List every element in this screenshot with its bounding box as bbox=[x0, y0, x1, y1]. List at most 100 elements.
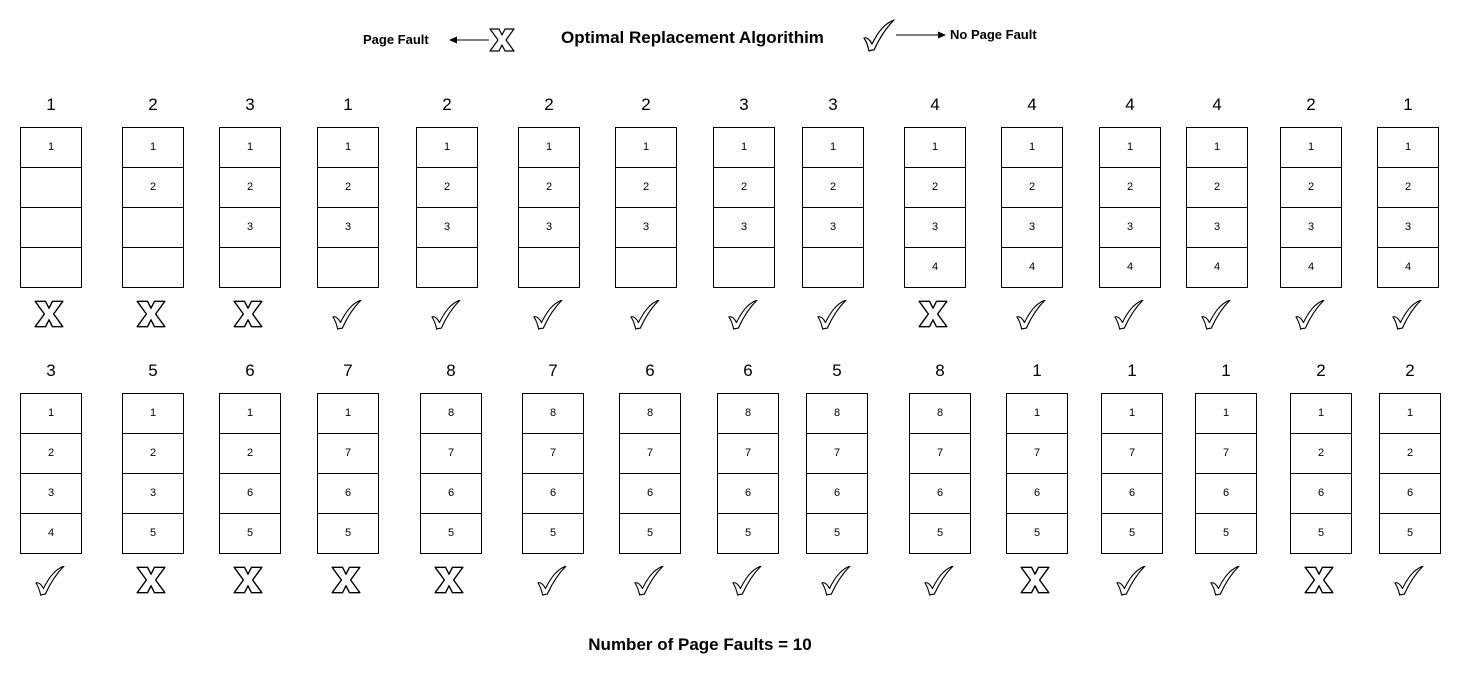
frame-cell bbox=[21, 168, 81, 208]
frame-cell: 2 bbox=[616, 168, 676, 208]
reference-page-number: 2 bbox=[1316, 361, 1326, 380]
frame-cell: 1 bbox=[123, 394, 183, 434]
frame-cell: 3 bbox=[714, 208, 774, 248]
frame-cell: 3 bbox=[519, 208, 579, 248]
frame-cell: 6 bbox=[1007, 474, 1067, 514]
frame-cell: 5 bbox=[833, 527, 841, 539]
checkmark-icon bbox=[1391, 299, 1425, 334]
frame-cell: 6 bbox=[1102, 474, 1162, 514]
frame-cell bbox=[123, 248, 183, 287]
frame-cell: 3 bbox=[123, 474, 183, 514]
reference-page-number: 4 bbox=[1125, 95, 1135, 114]
checkmark-icon bbox=[731, 565, 765, 600]
page-fault-legend-label: Page Fault bbox=[363, 32, 429, 47]
frame-cell: 4 bbox=[47, 527, 55, 539]
checkmark-icon bbox=[1115, 565, 1149, 600]
reference-page-number: 6 bbox=[645, 361, 655, 380]
frame-cell: 2 bbox=[905, 168, 965, 208]
frame-cell: 6 bbox=[1380, 474, 1440, 514]
frame-cell: 8 bbox=[523, 394, 583, 434]
frame-cell: 2 bbox=[519, 168, 579, 208]
frame-cell: 7 bbox=[1007, 434, 1067, 474]
frame-cell: 1 bbox=[220, 394, 280, 434]
frame-cell: 4 bbox=[1213, 261, 1221, 273]
reference-page-number: 5 bbox=[832, 361, 842, 380]
frame-cell bbox=[21, 248, 81, 287]
frame-cell: 5 bbox=[646, 527, 654, 539]
frame-cell: 6 bbox=[421, 474, 481, 514]
checkmark-icon bbox=[430, 299, 464, 334]
frame-cell: 4 bbox=[1404, 261, 1412, 273]
frame-cell: 4 bbox=[1126, 261, 1134, 273]
frame-cell: 5 bbox=[344, 527, 352, 539]
frame-cell: 1 bbox=[1007, 394, 1067, 434]
frame-cell: 2 bbox=[123, 434, 183, 474]
frame-cell bbox=[220, 248, 280, 287]
reference-page-number: 2 bbox=[544, 95, 554, 114]
frame-cell: 1 bbox=[21, 394, 81, 434]
reference-page-number: 5 bbox=[148, 361, 158, 380]
cross-icon bbox=[233, 300, 267, 334]
frame-cell: 7 bbox=[807, 434, 867, 474]
frame-cell: 1 bbox=[1196, 394, 1256, 434]
frame-cell: 1 bbox=[519, 128, 579, 168]
frame-cell: 4 bbox=[1307, 261, 1315, 273]
frame-cell: 5 bbox=[447, 527, 455, 539]
frame-cell: 5 bbox=[1128, 527, 1136, 539]
cross-icon bbox=[1304, 566, 1338, 600]
frame-cell: 5 bbox=[149, 527, 157, 539]
frame-cell: 7 bbox=[523, 434, 583, 474]
frame-cell bbox=[714, 248, 774, 287]
frame-cell: 2 bbox=[1281, 168, 1341, 208]
frame-cell: 6 bbox=[1196, 474, 1256, 514]
frame-cell bbox=[318, 248, 378, 287]
reference-page-number: 7 bbox=[343, 361, 353, 380]
frame-cell: 3 bbox=[616, 208, 676, 248]
frame-cell: 1 bbox=[1100, 128, 1160, 168]
no-fault-legend-arrow bbox=[896, 31, 946, 39]
frame-cell: 2 bbox=[1378, 168, 1438, 208]
cross-icon bbox=[918, 300, 952, 334]
frame-cell: 2 bbox=[220, 434, 280, 474]
checkmark-icon bbox=[1209, 565, 1243, 600]
frame-cell: 2 bbox=[417, 168, 477, 208]
reference-page-number: 2 bbox=[148, 95, 158, 114]
reference-page-number: 8 bbox=[446, 361, 456, 380]
reference-page-number: 3 bbox=[46, 361, 56, 380]
frame-cell: 1 bbox=[1380, 394, 1440, 434]
cross-icon bbox=[233, 566, 267, 600]
reference-page-number: 1 bbox=[1221, 361, 1231, 380]
frame-cell: 2 bbox=[1002, 168, 1062, 208]
checkmark-icon bbox=[1393, 565, 1427, 600]
frame-cell bbox=[417, 248, 477, 287]
frame-cell: 6 bbox=[910, 474, 970, 514]
checkmark-icon bbox=[816, 299, 850, 334]
frame-cell: 7 bbox=[318, 434, 378, 474]
frame-cell: 7 bbox=[910, 434, 970, 474]
reference-page-number: 1 bbox=[1127, 361, 1137, 380]
frame-cell: 8 bbox=[620, 394, 680, 434]
frame-cell: 3 bbox=[1187, 208, 1247, 248]
reference-page-number: 1 bbox=[343, 95, 353, 114]
reference-page-number: 1 bbox=[1403, 95, 1413, 114]
frame-cell: 5 bbox=[549, 527, 557, 539]
